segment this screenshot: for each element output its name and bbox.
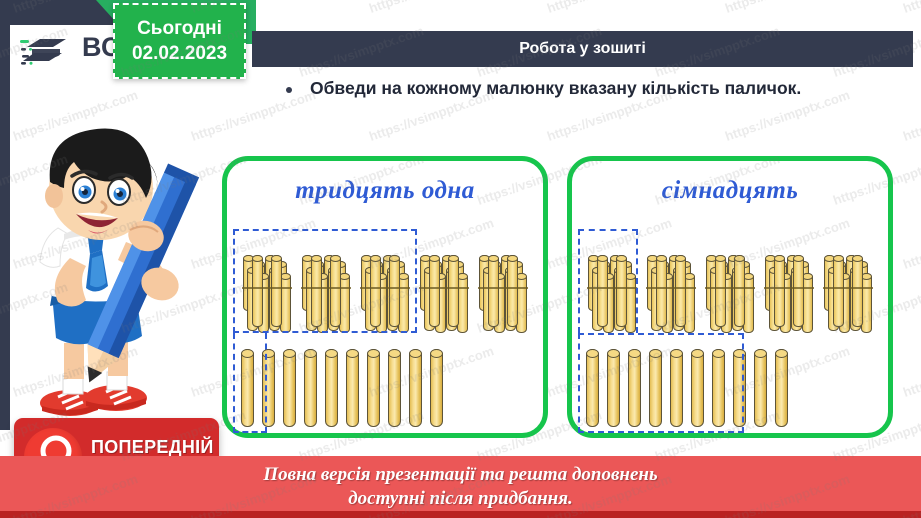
stick-bundle-of-ten [359,239,411,333]
stick-bundle-of-ten [586,239,638,333]
stick-bundle-of-ten [418,239,470,333]
single-stick-row-right [586,341,880,427]
stick [793,255,804,327]
stick [734,255,745,327]
instruction-text: Обведи на кожному малюнку вказану кількі… [310,78,802,98]
stick-bundle-of-ten [704,239,756,333]
stick [616,255,627,327]
bundle-band [646,287,696,289]
bundle-band [705,287,755,289]
single-stick [346,349,359,427]
bundle-band [823,287,873,289]
selection-box-right-singles [578,333,744,433]
bundle-band [360,287,410,289]
single-stick [754,349,767,427]
bundle-band [587,287,637,289]
selection-box-left-singles [233,333,267,433]
stick [675,255,686,327]
stick-bundle-of-ten [477,239,529,333]
bundle-band [301,287,351,289]
single-stick [712,349,725,427]
banner-line1: Повна версія презентації та решта доповн… [263,463,658,485]
selection-box-right-bundles [578,229,638,333]
panel-title-left: тридцять одна [295,177,475,204]
single-stick-row-left [241,341,535,427]
today-badge: Сьогодні 02.02.2023 [113,3,246,79]
task-panel-left: тридцять одна [222,156,548,438]
stick-bundle-of-ten [822,239,874,333]
stick [389,255,400,327]
stick [656,255,667,327]
stick [448,255,459,327]
single-stick [670,349,683,427]
graduation-cap-icon [20,33,78,73]
preview-badge-line1: ПОПЕРЕДНІЙ [91,436,214,457]
single-stick [325,349,338,427]
banner-underline [0,511,921,518]
stick [370,255,381,327]
stick [252,255,263,327]
bundle-band [419,287,469,289]
boy-with-pencil-illustration [18,118,208,428]
single-stick [586,349,599,427]
bundle-row-right [586,235,878,333]
today-label: Сьогодні [137,17,222,39]
stick [833,255,844,327]
stick-bundle-of-ten [763,239,815,333]
single-stick [691,349,704,427]
stick [715,255,726,327]
single-stick [388,349,401,427]
stick-bundle-of-ten [241,239,293,333]
single-stick [409,349,422,427]
bullet-dot-icon [286,87,292,93]
stick [311,255,322,327]
stick [507,255,518,327]
single-stick [283,349,296,427]
stick [330,255,341,327]
left-dark-strip [0,0,10,430]
stick [774,255,785,327]
stick [429,255,440,327]
single-stick [775,349,788,427]
stick-bundle-of-ten [300,239,352,333]
single-stick [649,349,662,427]
bundle-row-left [241,235,533,333]
panel-title-right: сімнадцять [661,177,799,204]
instruction-row: Обведи на кожному малюнку вказану кількі… [286,78,906,99]
task-panel-right: сімнадцять [567,156,893,438]
stick [852,255,863,327]
single-stick [430,349,443,427]
stick-bundle-of-ten [645,239,697,333]
stick [597,255,608,327]
banner-line2: доступні після придбання. [348,488,573,509]
single-stick [367,349,380,427]
selection-box-left-bundles [233,229,417,333]
bundle-band [764,287,814,289]
stick [271,255,282,327]
bundle-band [478,287,528,289]
single-stick [607,349,620,427]
single-stick [304,349,317,427]
bundle-band [242,287,292,289]
today-date: 02.02.2023 [131,43,228,64]
single-stick [241,349,254,427]
single-stick [628,349,641,427]
page-title: Робота у зошиті [519,40,646,57]
stick [488,255,499,327]
slide-header-bar: Робота у зошиті [252,31,913,67]
bottom-promo-banner: Повна версія презентації та решта доповн… [0,456,921,518]
